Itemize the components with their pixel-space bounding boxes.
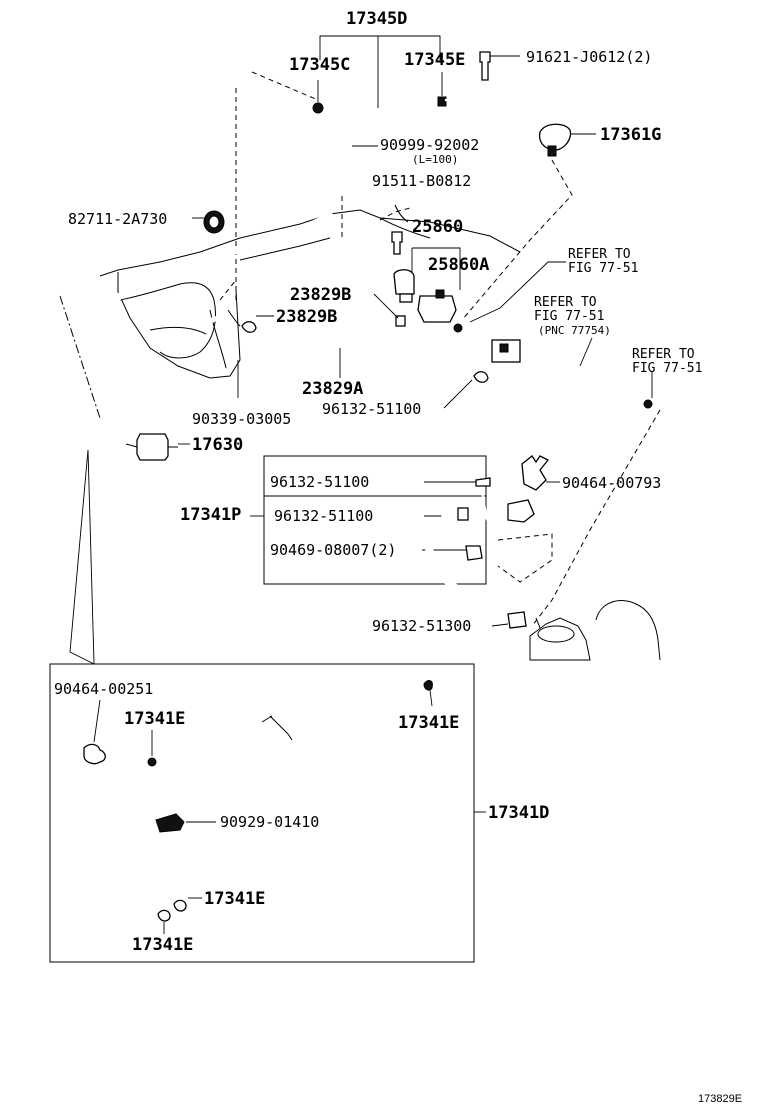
clip-90929 bbox=[155, 813, 185, 833]
label-refer1-b: FIG 77-51 bbox=[568, 261, 638, 276]
label-90469: 90469-08007(2) bbox=[270, 541, 396, 559]
label-96132-b: 96132-51100 bbox=[274, 507, 373, 525]
label-17361G: 17361G bbox=[600, 125, 661, 145]
canister bbox=[529, 600, 661, 661]
clip-17341E-bottom-right bbox=[173, 899, 187, 912]
clip-90464-00251 bbox=[83, 743, 106, 765]
clip-refer3 bbox=[643, 399, 653, 409]
label-23829B-2: 23829B bbox=[276, 307, 337, 327]
inset-17341D bbox=[49, 663, 475, 963]
vsv-25860A bbox=[393, 269, 457, 323]
label-23829B-1: 23829B bbox=[290, 285, 351, 305]
label-96132-a: 96132-51100 bbox=[270, 473, 369, 491]
label-91511: 91511-B0812 bbox=[372, 172, 471, 190]
label-17345D: 17345D bbox=[346, 9, 407, 29]
clip-90469 bbox=[465, 545, 483, 561]
label-refer1-a: REFER TO bbox=[568, 247, 631, 262]
label-90339: 90339-03005 bbox=[192, 410, 291, 428]
pipe-17361G bbox=[445, 99, 553, 141]
clip-96132-51300 bbox=[507, 611, 527, 629]
grommet-82711 bbox=[203, 210, 225, 234]
clip-17345E bbox=[437, 96, 447, 107]
clip-25860A bbox=[453, 323, 463, 333]
label-l100: (L=100) bbox=[412, 153, 458, 166]
label-17341E-4: 17341E bbox=[132, 935, 193, 955]
clip-96132-a bbox=[475, 477, 491, 487]
label-refer3-a: REFER TO bbox=[632, 347, 695, 362]
clip-17341E-top bbox=[423, 680, 433, 691]
clip-96132-top bbox=[473, 371, 489, 383]
label-90464-00251: 90464-00251 bbox=[54, 680, 153, 698]
bolt-91621 bbox=[479, 51, 491, 81]
label-refer2-c: (PNC 77754) bbox=[538, 324, 611, 337]
clip-96132-b bbox=[457, 507, 469, 521]
label-91621: 91621-J0612(2) bbox=[526, 48, 652, 66]
clip-23829B-2 bbox=[241, 321, 257, 333]
label-17345C: 17345C bbox=[289, 55, 350, 75]
label-refer3-b: FIG 77-51 bbox=[632, 361, 702, 376]
label-23829A: 23829A bbox=[302, 379, 363, 399]
label-refer2-a: REFER TO bbox=[534, 295, 597, 310]
label-17341E-2: 17341E bbox=[398, 713, 459, 733]
clip-17341E-bottom-left bbox=[157, 909, 171, 922]
group-17341P bbox=[263, 455, 487, 585]
label-17341P: 17341P bbox=[180, 505, 241, 525]
label-82711: 82711-2A730 bbox=[68, 210, 167, 228]
label-96132-51300: 96132-51300 bbox=[372, 617, 471, 635]
label-25860: 25860 bbox=[412, 217, 463, 237]
labels: 17345D 17345C 17345E 91621-J0612(2) 9099… bbox=[54, 9, 742, 1105]
figure-code: 173829E bbox=[698, 1093, 742, 1105]
clip-23829B-1 bbox=[395, 315, 406, 327]
label-90999: 90999-92002 bbox=[380, 136, 479, 154]
label-17341D: 17341D bbox=[488, 803, 549, 823]
label-96132-top: 96132-51100 bbox=[322, 400, 421, 418]
check-valve-right bbox=[491, 339, 521, 363]
clip-17345C bbox=[312, 102, 324, 114]
label-17341E-3: 17341E bbox=[204, 889, 265, 909]
fuel-filter-17630 bbox=[125, 433, 178, 461]
label-refer2-b: FIG 77-51 bbox=[534, 309, 604, 324]
fuel-tank bbox=[99, 209, 521, 379]
label-90929: 90929-01410 bbox=[220, 813, 319, 831]
valve-small bbox=[507, 499, 535, 523]
bolt-25860 bbox=[391, 231, 403, 255]
vsv-17361G bbox=[538, 123, 572, 151]
bracket-17345D bbox=[319, 35, 441, 108]
label-90464-00793: 90464-00793 bbox=[562, 474, 661, 492]
label-17341E-1: 17341E bbox=[124, 709, 185, 729]
label-25860A: 25860A bbox=[428, 255, 489, 275]
clip-17341E-left bbox=[147, 757, 157, 767]
label-17630: 17630 bbox=[192, 435, 243, 455]
clamp-91511 bbox=[394, 204, 409, 223]
valve-90464-00793 bbox=[521, 455, 550, 491]
label-17345E: 17345E bbox=[404, 50, 465, 70]
